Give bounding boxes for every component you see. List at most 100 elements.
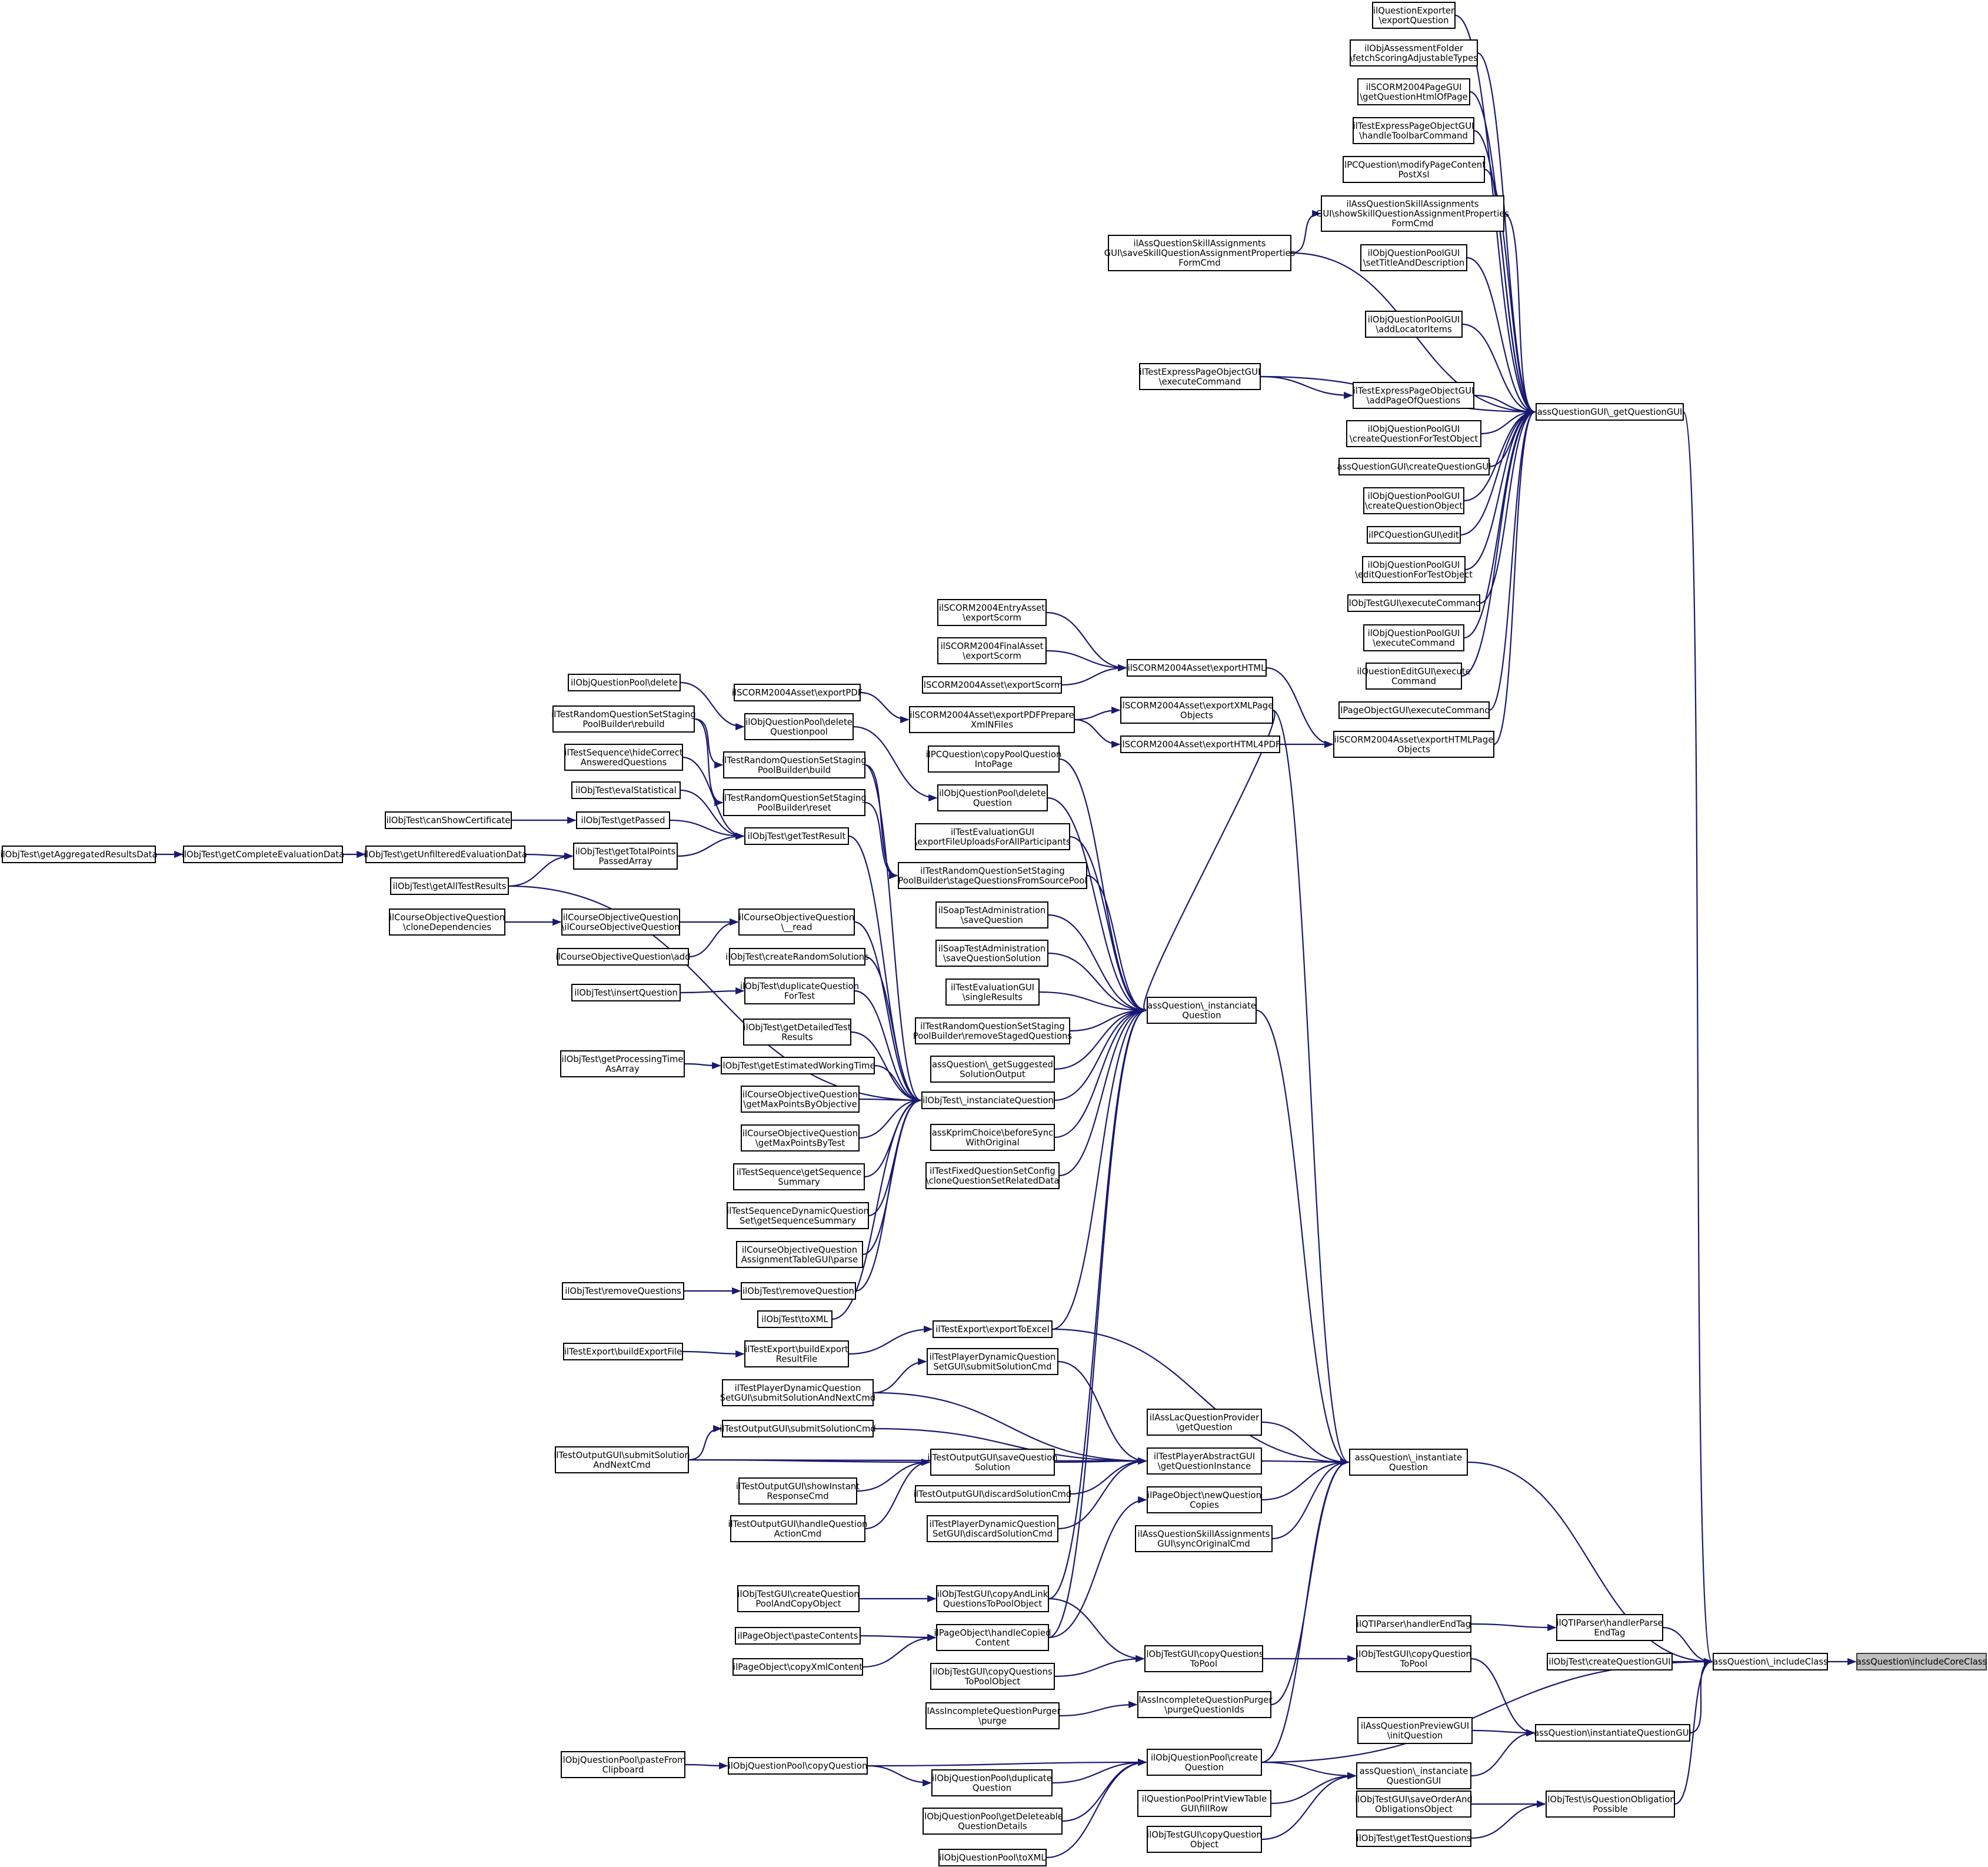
node-soap-save-q[interactable]: ilSoapTestAdministration\saveQuestion [935, 901, 1048, 928]
node-aiqp-purge[interactable]: ilAssIncompleteQuestionPurger\purge [924, 1702, 1061, 1729]
node-qpg-add-locator[interactable]: ilObjQuestionPoolGUI\addLocatorItems [1365, 311, 1463, 338]
node-teg-single[interactable]: ilTestEvaluationGUI\singleResults [945, 979, 1040, 1006]
node-aqsa-show[interactable]: ilAssQuestionSkillAssignmentsGUI\showSki… [1316, 195, 1509, 232]
node-qp-create-q[interactable]: ilObjQuestionPool\createQuestion [1147, 1749, 1262, 1776]
node-pog-exec[interactable]: ilPageObjectGUI\executeCommand [1338, 701, 1490, 719]
node-otg-save-order[interactable]: ilObjTestGUI\saveOrderAndObligationsObje… [1355, 1791, 1473, 1818]
node-qp-delete[interactable]: ilObjQuestionPool\delete [568, 674, 681, 691]
node-tog-discard[interactable]: ilTestOutputGUI\discardSolutionCmd [914, 1485, 1071, 1503]
node-tog-save[interactable]: ilTestOutputGUI\saveQuestionSolution [927, 1449, 1058, 1476]
node-sc-entry[interactable]: ilSCORM2004EntryAsset\exportScorm [937, 599, 1047, 626]
node-instanciate-question[interactable]: assQuestion\_instanciateQuestion [1147, 997, 1257, 1024]
node-instantiate-question[interactable]: assQuestion\_instantiateQuestion [1349, 1449, 1468, 1476]
node-sc-export-scorm[interactable]: ilSCORM2004Asset\exportScorm [921, 676, 1063, 694]
node-alqp-get[interactable]: ilAssLacQuestionProvider\getQuestion [1147, 1409, 1262, 1436]
node-teg-export-uploads[interactable]: ilTestEvaluationGUI\exportFileUploadsFor… [914, 823, 1071, 850]
node-ot-insert[interactable]: ilObjTest\insertQuestion [571, 984, 681, 1001]
node-ot-get-passed[interactable]: ilObjTest\getPassed [576, 811, 670, 829]
node-ot-create-random[interactable]: ilObjTest\createRandomSolutions [725, 948, 869, 966]
node-soap-save-sol[interactable]: ilSoapTestAdministration\saveQuestionSol… [935, 940, 1048, 967]
node-coq-max-obj[interactable]: ilCourseObjectiveQuestion\getMaxPointsBy… [741, 1086, 860, 1113]
node-coq-add[interactable]: ilCourseObjectiveQuestion\add [555, 948, 691, 966]
node-aqsa-sync[interactable]: ilAssQuestionSkillAssignmentsGUI\syncOri… [1135, 1525, 1273, 1552]
node-po-copy-xml[interactable]: ilPageObject\copyXmlContent [732, 1658, 863, 1676]
node-pcqg-edit[interactable]: ilPCQuestionGUI\edit [1367, 526, 1461, 544]
node-aqg-create[interactable]: assQuestionGUI\createQuestionGUI [1337, 458, 1491, 475]
node-tpd-submit[interactable]: ilTestPlayerDynamicQuestionSetGUI\submit… [927, 1348, 1058, 1375]
node-ot-unfiltered[interactable]: ilObjTest\getUnfilteredEvaluationData [364, 846, 527, 863]
node-qexp-export[interactable]: ilQuestionExporter\exportQuestion [1372, 2, 1456, 29]
node-coq-max-test[interactable]: ilCourseObjectiveQuestion\getMaxPointsBy… [741, 1124, 860, 1152]
node-rq-remove-staged[interactable]: ilTestRandomQuestionSetStagingPoolBuilde… [913, 1017, 1072, 1044]
node-qpg-edit-for-test[interactable]: ilObjQuestionPoolGUI\editQuestionForTest… [1355, 556, 1473, 583]
node-sc-export-pdf[interactable]: ilSCORM2004Asset\exportPDF [732, 684, 863, 701]
node-rq-build[interactable]: ilTestRandomQuestionSetStagingPoolBuilde… [722, 751, 867, 778]
node-qpg-create-for-test[interactable]: ilObjQuestionPoolGUI\createQuestionForTe… [1346, 420, 1481, 447]
node-ts-summary[interactable]: ilTestSequence\getSequenceSummary [733, 1163, 865, 1190]
node-ot-est-time[interactable]: ilObjTest\getEstimatedWorkingTime [720, 1057, 875, 1074]
node-ot-agg[interactable]: ilObjTest\getAggregatedResultsData [0, 846, 158, 863]
node-tsd-summary[interactable]: ilTestSequenceDynamicQuestionSet\getSequ… [727, 1202, 869, 1229]
node-aiqp-purge-ids[interactable]: ilAssIncompleteQuestionPurger\purgeQuest… [1136, 1691, 1273, 1718]
node-qeg-exec[interactable]: ilQuestionEditGUI\executeCommand [1357, 663, 1471, 690]
node-fqs-clone[interactable]: ilTestFixedQuestionSetConfig\cloneQuesti… [925, 1162, 1060, 1189]
node-aqsa-save[interactable]: ilAssQuestionSkillAssignmentsGUI\saveSki… [1104, 235, 1296, 271]
node-qp-dup[interactable]: ilObjQuestionPool\duplicateQuestion [931, 1769, 1053, 1796]
node-get-question-gui[interactable]: assQuestionGUI\_getQuestionGUI [1536, 403, 1684, 421]
node-tepo-exec[interactable]: ilTestExpressPageObjectGUI\executeComman… [1139, 363, 1261, 390]
node-qpg-exec[interactable]: ilObjQuestionPoolGUI\executeCommand [1363, 624, 1464, 651]
node-te-build-file[interactable]: ilTestExport\buildExportFile [563, 1343, 683, 1360]
node-qpg-set-title[interactable]: ilObjQuestionPoolGUI\setTitleAndDescript… [1360, 244, 1467, 271]
node-rq-stage[interactable]: ilTestRandomQuestionSetStagingPoolBuilde… [898, 862, 1087, 889]
node-tpd-submit-next[interactable]: ilTestPlayerDynamicQuestionSetGUI\submit… [720, 1379, 876, 1406]
node-ot-remove-qs[interactable]: ilObjTest\removeQuestions [562, 1282, 684, 1300]
node-coq-clone[interactable]: ilCourseObjectiveQuestion\cloneDependenc… [389, 908, 505, 936]
node-ot-get-test-qs[interactable]: ilObjTest\getTestQuestions [1356, 1829, 1471, 1847]
node-scorm-page-gui[interactable]: ilSCORM2004PageGUI\getQuestionHtmlOfPage [1357, 78, 1470, 105]
node-ot-complete[interactable]: ilObjTest\getCompleteEvaluationData [182, 846, 345, 863]
node-qp-get-del[interactable]: ilObjQuestionPool\getDeleteableQuestionD… [922, 1808, 1063, 1835]
node-tog-submit-next[interactable]: ilTestOutputGUI\submitSolutionAndNextCmd [554, 1446, 690, 1473]
node-coq-ctor[interactable]: ilCourseObjectiveQuestion\ilCourseObject… [561, 908, 680, 936]
node-ot-eval-stat[interactable]: ilObjTest\evalStatistical [571, 781, 681, 799]
node-sc-export-html[interactable]: ilSCORM2004Asset\exportHTML [1127, 659, 1267, 677]
node-po-paste[interactable]: ilPageObject\pasteContents [735, 1627, 861, 1645]
node-otg-exec[interactable]: ilObjTestGUI\executeCommand [1347, 594, 1481, 612]
node-qti-end-tag[interactable]: ilQTIParser\handlerEndTag [1356, 1615, 1471, 1633]
node-ot-create-gui[interactable]: ilObjTest\createQuestionGUI [1547, 1653, 1673, 1670]
node-ot-to-xml[interactable]: ilObjTest\toXML [757, 1310, 833, 1328]
node-qp-copy-q[interactable]: ilObjQuestionPool\copyQuestion [728, 1757, 868, 1775]
node-include-class[interactable]: assQuestion\_includeClass [1713, 1653, 1828, 1670]
node-af-fetch[interactable]: ilObjAssessmentFolder\fetchScoringAdjust… [1350, 39, 1478, 66]
node-ot-can-show[interactable]: ilObjTest\canShowCertificate [385, 811, 512, 829]
node-aq-inst-gui[interactable]: assQuestion\instantiateQuestionGUI [1534, 1724, 1691, 1742]
node-ts-hide[interactable]: ilTestSequence\hideCorrectAnsweredQuesti… [564, 744, 683, 771]
node-otg-copy-and-link[interactable]: ilObjTestGUI\copyAndLinkQuestionsToPoolO… [936, 1585, 1049, 1612]
node-ot-get-test-result[interactable]: ilObjTest\getTestResult [744, 827, 849, 845]
node-qpg-create-obj[interactable]: ilObjQuestionPoolGUI\createQuestionObjec… [1363, 487, 1464, 514]
node-ot-remove-q[interactable]: ilObjTest\removeQuestion [741, 1282, 856, 1300]
node-tpd-discard[interactable]: ilTestPlayerDynamicQuestionSetGUI\discar… [927, 1515, 1058, 1542]
